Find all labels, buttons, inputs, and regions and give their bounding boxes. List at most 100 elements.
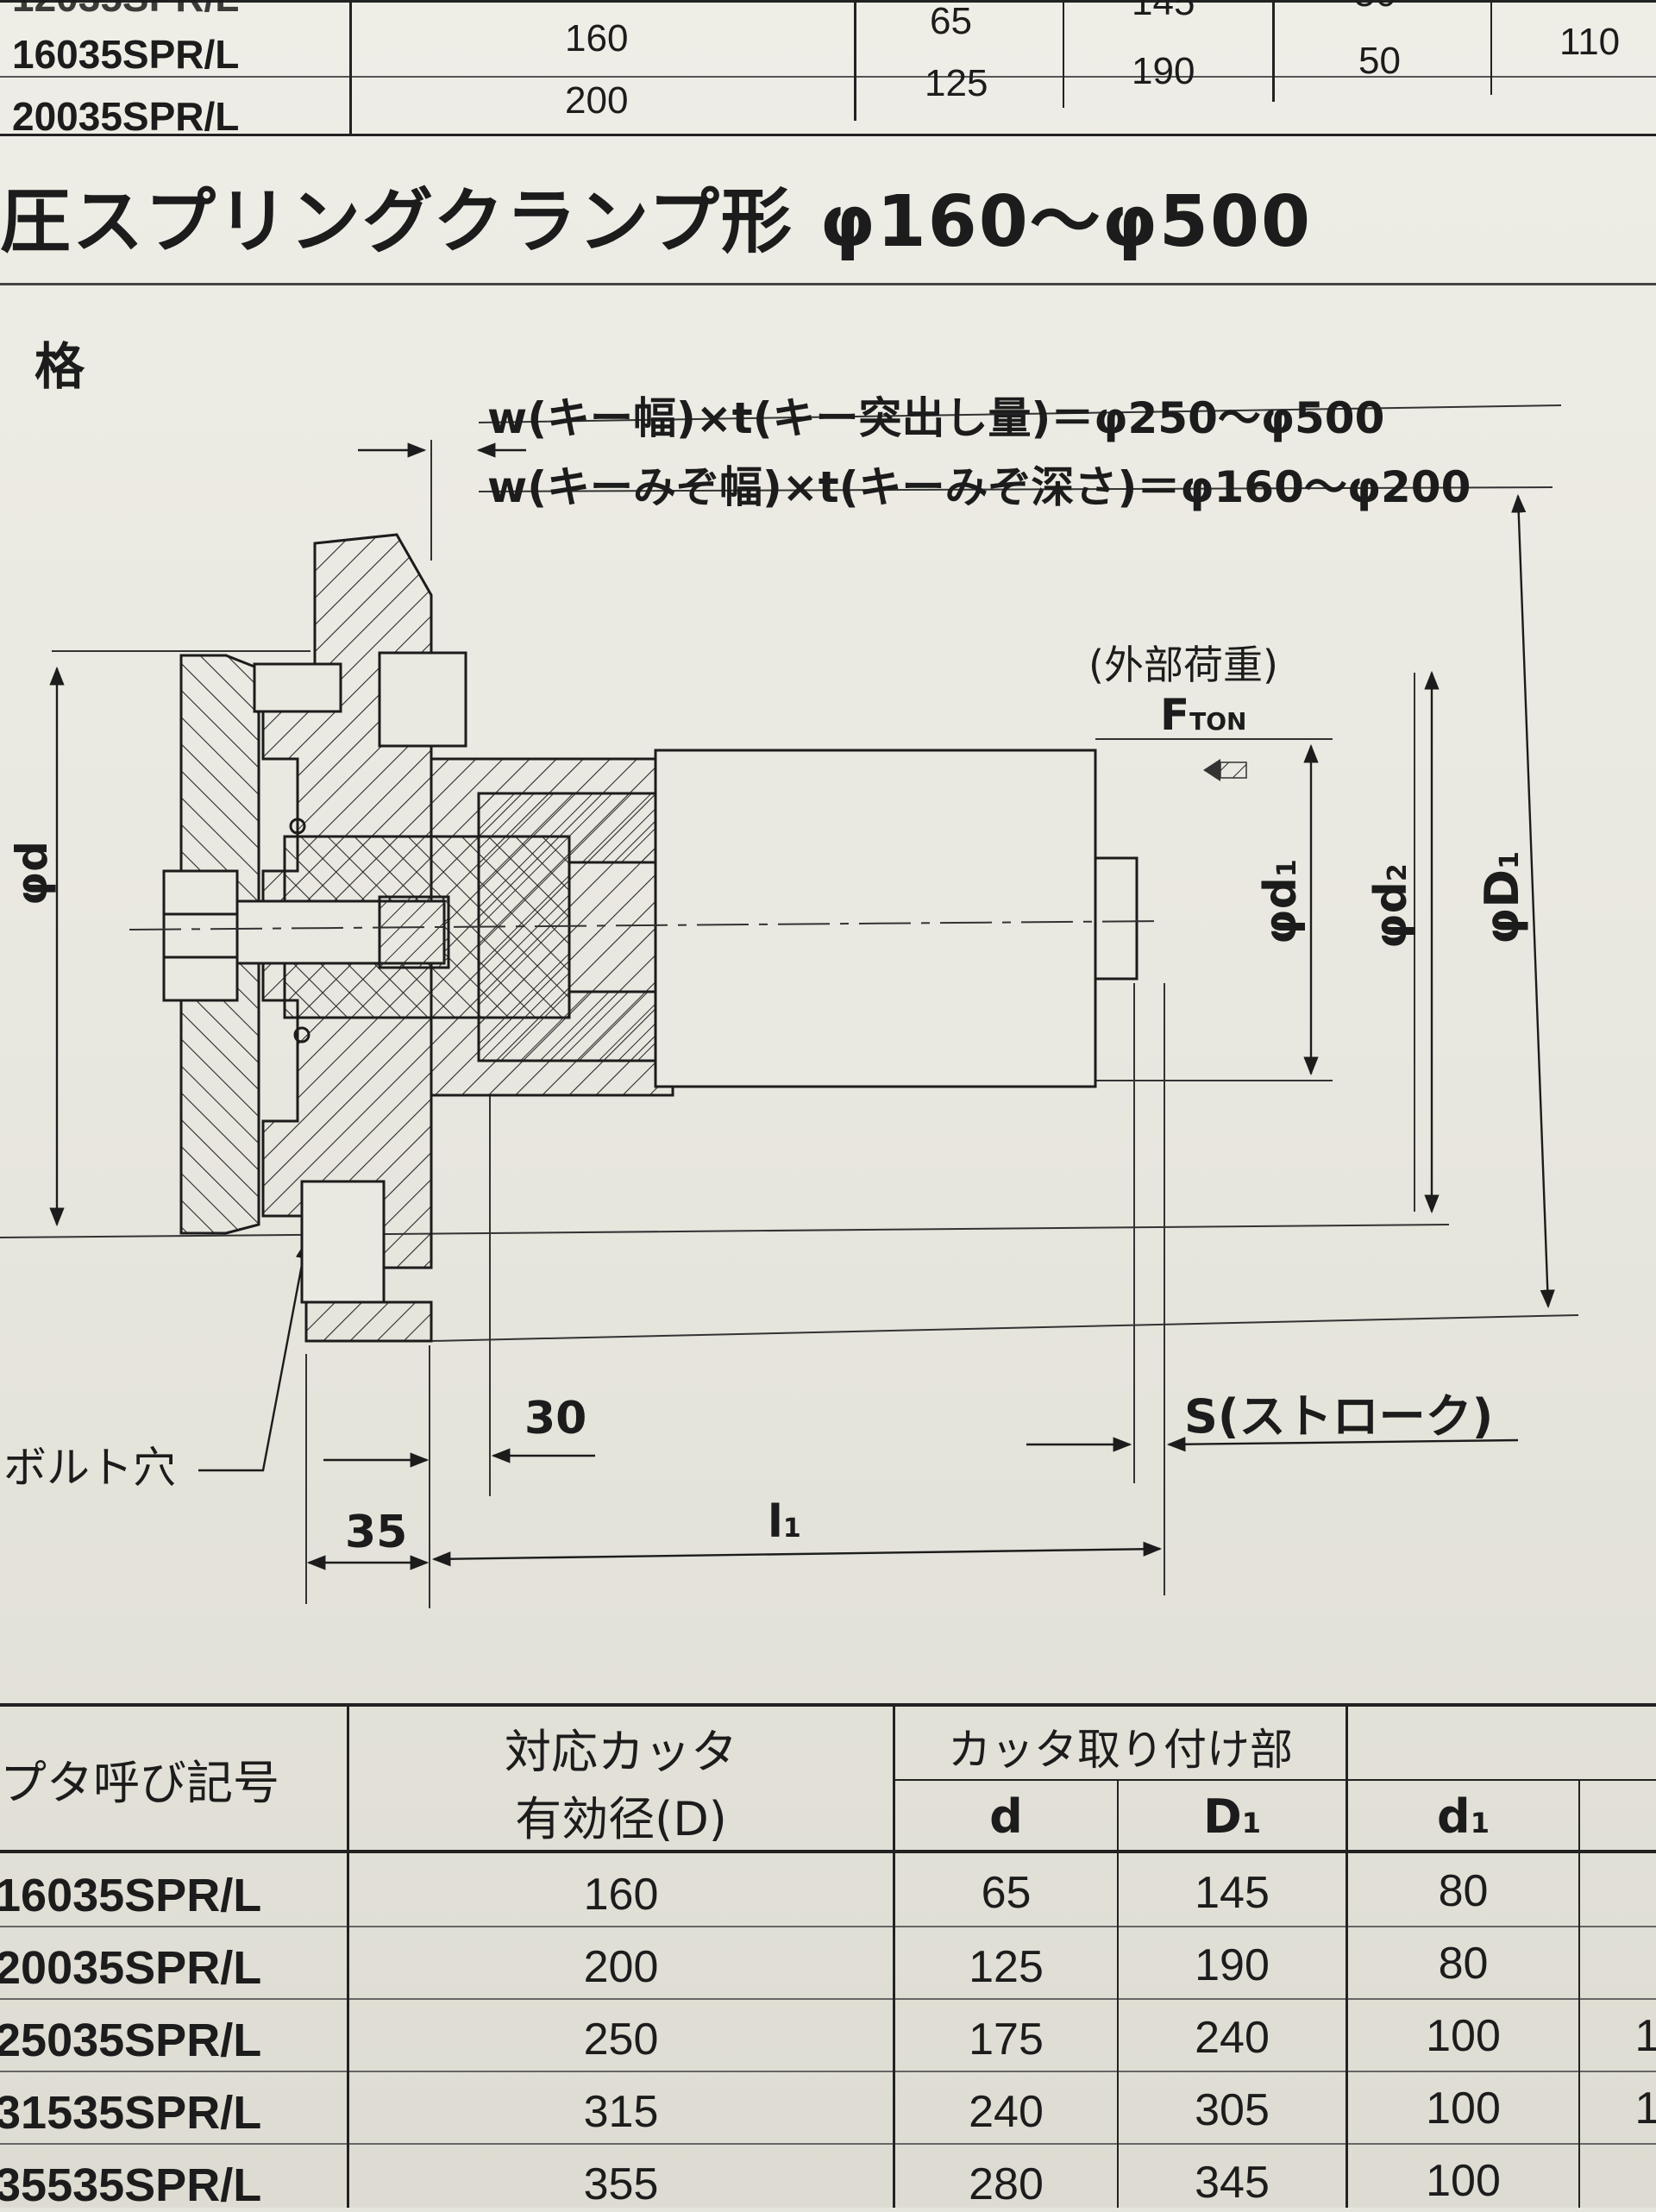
table-row-rule [0,2071,1656,2072]
top-row-extra: 110 [1559,21,1621,63]
top-table-col-rule [1063,0,1064,108]
top-table-bottom-rule [0,134,1656,136]
top-row-D: 160 [565,17,629,60]
dim-l1-sub: 1 [782,1513,801,1544]
top-table-col-rule [349,0,352,136]
row-D: 250 [583,2015,659,2065]
top-row-d: 65 [930,0,972,42]
dim-30: 30 [524,1393,587,1444]
header-D1-sub: 1 [1241,1807,1262,1839]
dim-phi-d1: φd1 [1255,859,1307,944]
row-D1: 145 [1195,1868,1270,1918]
force-label: FTON [1160,690,1247,740]
stroke-label: S(ストローク) [1184,1389,1494,1444]
table-col-rule [1117,1781,1119,2208]
top-table-col-rule [1490,0,1492,95]
table-col-rule [1578,1781,1580,2208]
row-d: 65 [981,1868,1032,1918]
dim-35: 35 [345,1507,408,1558]
header-d: d [989,1789,1023,1844]
header-D-line2: 有効径(D) [515,1792,727,1846]
row-edge-cell: 1 [1634,2084,1656,2134]
header-D1-symbol: D [1202,1789,1242,1844]
top-row-D1: 145 [1132,0,1195,23]
table-row-rule [0,1998,1656,2000]
dim-phi-d1-symbol: φd [1255,877,1307,944]
header-d1: d1 [1348,1789,1578,1844]
force-symbol: F [1160,690,1190,740]
table-col-rule [893,1703,895,2208]
force-unit: TON [1189,707,1247,736]
table-header-rule [0,1850,1656,1853]
row-D: 355 [583,2159,659,2209]
external-load-label: (外部荷重) [1088,642,1278,688]
row-D: 315 [583,2087,659,2137]
row-d: 240 [969,2087,1044,2137]
table-col-rule [1346,1703,1348,2208]
row-d: 125 [969,1942,1044,1992]
row-d1: 80 [1438,1939,1489,1989]
dim-phi-d2: φd2 [1365,863,1417,949]
header-D-line1: 対応カッタ [505,1725,737,1779]
dim-phi-d2-symbol: φd [1365,881,1417,949]
row-code: 25035SPR/L [0,2015,262,2066]
top-row-code: 20035SPR/L [12,94,240,139]
dim-l1-symbol: l [768,1496,783,1548]
row-d1: 100 [1426,2156,1501,2206]
table-group-rule [893,1779,1656,1781]
dim-l1: l1 [768,1496,801,1548]
row-code: 31535SPR/L [0,2087,262,2139]
section-rule [0,283,1656,285]
cross-section-drawing: w(キー幅)×t(キー突出し量)＝φ250～φ500 w(キーみぞ幅)×t(キー… [0,310,1656,1656]
top-row-d1: 50 [1358,40,1401,82]
table-row-rule [0,2143,1656,2145]
top-row-d1: 50 [1354,0,1396,16]
top-row-d: 125 [925,62,988,104]
top-table-col-rule [854,0,856,121]
table-col-rule [347,1703,349,2208]
top-table-col-rule [1272,0,1275,102]
header-d1-sub: 1 [1470,1807,1490,1839]
top-spec-table: 12035SPR/L 16035SPR/L 160 65 145 50 2003… [0,0,1656,139]
row-D: 200 [583,1942,659,1992]
top-row-D: 200 [565,79,629,122]
row-d: 175 [969,2015,1044,2065]
table-row-rule [0,1926,1656,1927]
dim-phi-d: φd [7,841,57,905]
row-d1: 80 [1438,1866,1489,1916]
row-d: 280 [969,2159,1044,2209]
header-D1: D1 [1119,1789,1346,1844]
spec-table: プタ呼び記号 対応カッタ 有効径(D) カッタ取り付け部 d D1 d1 160… [0,1703,1656,2211]
header-cutter-mount: カッタ取り付け部 [948,1725,1293,1775]
dim-phi-d2-sub: 2 [1383,863,1413,882]
row-D1: 240 [1195,2013,1270,2063]
top-table-row-rule [0,76,1656,78]
section-title: 圧スプリングクランプ形 φ160～φ500 [0,181,1313,263]
row-edge-cell: 1 [1634,2011,1656,2061]
keyway-width-note: w(キーみぞ幅)×t(キーみぞ深さ)＝φ160～φ200 [487,462,1471,512]
row-d1: 100 [1426,2084,1501,2134]
header-d1-symbol: d [1437,1789,1471,1844]
row-D1: 190 [1195,1940,1270,1990]
dim-phi-d1-sub: 1 [1272,859,1302,878]
top-table-rule [0,0,1656,3]
bolt-hole-label: ボルト穴 [3,1443,176,1493]
header-code: プタ呼び記号 [0,1756,279,1810]
row-code: 20035SPR/L [0,1942,262,1994]
top-row-D1: 190 [1132,50,1195,92]
row-D: 160 [583,1870,659,1920]
top-row-partial-code: 12035SPR/L [12,0,239,21]
top-row-code: 16035SPR/L [12,32,240,77]
table-top-rule [0,1703,1656,1707]
dim-phi-D1: φD1 [1475,851,1529,944]
dim-phi-D1-sub: 1 [1495,851,1525,869]
drawing-svg [0,404,1579,1608]
key-width-note: w(キー幅)×t(キー突出し量)＝φ250～φ500 [487,393,1385,443]
row-code: 16035SPR/L [0,1870,262,1921]
row-D1: 345 [1195,2158,1270,2208]
section-sub-label: 格 [34,337,85,396]
row-D1: 305 [1195,2085,1270,2135]
dim-phi-D1-symbol: φD [1475,868,1529,944]
row-d1: 100 [1426,2011,1501,2061]
